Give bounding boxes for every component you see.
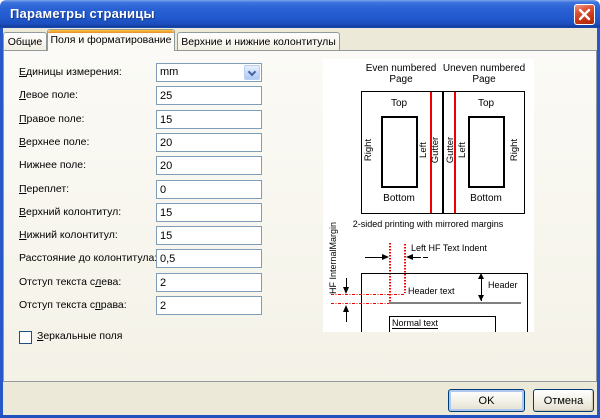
even-bottom-label: Bottom: [383, 193, 415, 204]
uneven-text-area: [468, 116, 505, 188]
close-button[interactable]: [574, 4, 595, 25]
header-arrowhead-down: [478, 295, 484, 301]
even-page-title: Even numbered Page: [365, 63, 437, 85]
hf-arrowhead-down: [343, 287, 349, 294]
window-title: Параметры страницы: [10, 6, 155, 21]
uneven-gutter-label: Gutter: [445, 136, 456, 164]
tab-margins-formatting[interactable]: Поля и форматирование: [47, 29, 175, 51]
gutter-line-uneven: [454, 92, 456, 213]
combobox-dropdown-button[interactable]: [244, 65, 260, 80]
hf-arrow-down-line: [346, 278, 347, 289]
header-text-label: Header text: [408, 286, 455, 296]
uneven-right-label: Right: [509, 138, 520, 162]
uneven-bottom-label: Bottom: [470, 193, 502, 204]
title-bar[interactable]: Параметры страницы: [0, 0, 600, 28]
window-border-right: [597, 28, 600, 418]
field-input-5[interactable]: [156, 180, 262, 199]
page-corner-rect: [361, 273, 528, 332]
even-text-area: [381, 116, 418, 188]
uneven-page-title: Uneven numbered Page: [442, 63, 526, 85]
field-input-4[interactable]: [156, 156, 262, 175]
header-arrowhead-up: [478, 273, 484, 279]
field-input-10[interactable]: [156, 296, 262, 315]
gutter-line-even: [430, 92, 432, 213]
field-label: Верхний колонтитул:: [19, 206, 122, 218]
field-input-1[interactable]: [156, 86, 262, 105]
tab-label: Поля и форматирование: [50, 34, 172, 46]
indent-arrow-line-right: [413, 257, 421, 258]
uneven-top-label: Top: [477, 98, 495, 109]
units-combobox[interactable]: mm: [156, 63, 262, 82]
field-label: Отступ текста справа:: [19, 299, 127, 311]
indent-arrow-dash: [423, 257, 428, 258]
active-tab-accent: [48, 30, 174, 33]
field-label: Нижний колонтитул:: [19, 229, 118, 241]
hf-margin-line-1: [331, 294, 405, 295]
indent-arrowhead-right: [382, 254, 389, 260]
indent-dotted-line-2: [404, 244, 406, 293]
diagram-caption: 2-sided printing with mirrored margins: [352, 219, 504, 229]
indent-arrow-line-left: [365, 257, 382, 258]
even-right-label: Right: [363, 138, 374, 162]
hf-margin-line-2: [331, 303, 392, 304]
normal-text-rect: Normal text: [389, 316, 496, 332]
close-icon: [578, 8, 591, 21]
margins-diagram: Even numbered Page Uneven numbered Page …: [323, 59, 534, 332]
ok-button[interactable]: OK: [448, 389, 525, 412]
cancel-button[interactable]: Отмена: [533, 389, 594, 412]
field-input-3[interactable]: [156, 133, 262, 152]
window-border-left: [0, 28, 3, 418]
header-bottom-line: [389, 302, 521, 304]
indent-arrowhead-left: [406, 254, 413, 260]
left-hf-text-indent-label: Left HF Text Indent: [411, 243, 487, 253]
field-label: Левое поле:: [19, 89, 78, 101]
field-input-9[interactable]: [156, 273, 262, 292]
field-input-2[interactable]: [156, 110, 262, 129]
chevron-down-icon: [247, 67, 257, 77]
field-input-8[interactable]: [156, 249, 262, 268]
hf-arrowhead-up: [343, 305, 349, 312]
field-label: Единицы измерения:: [19, 66, 122, 78]
normal-text-label: Normal text: [392, 318, 439, 329]
field-label: Отступ текста слева:: [19, 276, 122, 288]
even-left-label: Left: [418, 142, 429, 158]
header-label: Header: [488, 280, 518, 290]
hf-arrow-up-line: [346, 312, 347, 322]
even-top-label: Top: [390, 98, 408, 109]
field-label: Верхнее поле:: [19, 136, 90, 148]
window-border-bottom: [0, 415, 600, 418]
field-input-6[interactable]: [156, 203, 262, 222]
uneven-left-label: Left: [457, 142, 468, 158]
field-input-7[interactable]: [156, 226, 262, 245]
field-label: Расстояние до колонтитула:: [19, 252, 158, 264]
field-label: Переплет:: [19, 183, 70, 195]
header-arrow-line: [481, 275, 482, 301]
tab-page-margins: Единицы измерения: mm Левое поле: Правое…: [3, 50, 597, 382]
field-label: Нижнее поле:: [19, 159, 87, 171]
mirrored-margins-checkbox[interactable]: [19, 331, 32, 344]
tab-general[interactable]: Общие: [3, 32, 47, 51]
even-gutter-label: Gutter: [430, 136, 441, 164]
mirrored-margins-label: Зеркальные поля: [37, 330, 123, 342]
binding-line: [442, 91, 444, 214]
field-label: Правое поле:: [19, 113, 85, 125]
tab-headers-footers[interactable]: Верхние и нижние колонтитулы: [177, 32, 340, 51]
combobox-value: mm: [160, 66, 179, 78]
hf-internal-margin-label: HF InternalMargin: [328, 221, 338, 295]
